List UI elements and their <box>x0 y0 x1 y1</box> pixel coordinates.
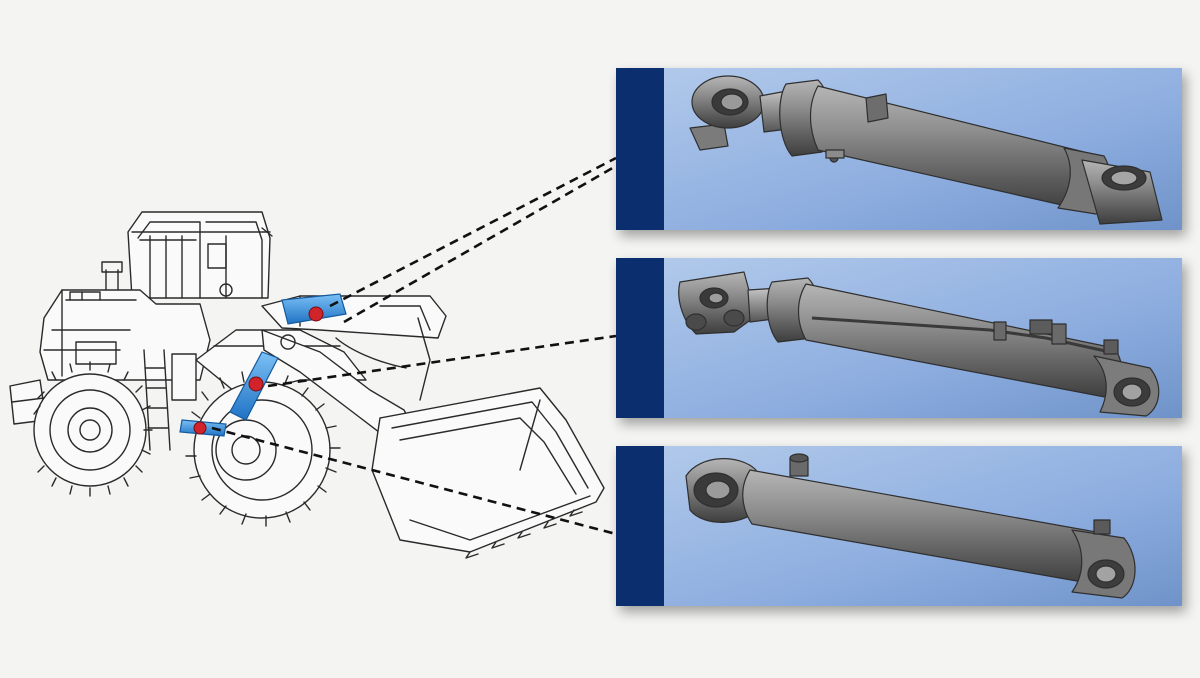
cylinder-render-2 <box>678 271 1160 417</box>
cylinder-render-3 <box>685 453 1136 599</box>
boom-lift-cylinder-callout-upper <box>329 156 617 308</box>
loader-headlight <box>219 283 233 297</box>
steering-cylinder-highlight <box>179 419 227 437</box>
loader-front-wheel <box>185 371 341 527</box>
loader-rear-wheel <box>33 361 153 497</box>
cylinder-panel-3 <box>616 446 1182 606</box>
loader-bucket <box>371 387 605 559</box>
callout-lines <box>211 156 617 536</box>
tilt-cylinder-marker <box>248 376 264 392</box>
loader-rear-body <box>39 261 211 381</box>
tilt-cylinder-highlight <box>229 351 279 421</box>
boom-lift-cylinder-marker <box>308 306 324 322</box>
steering-cylinder-callout <box>211 426 617 536</box>
panel-2-accent-bar <box>616 258 664 418</box>
loader-cab <box>127 211 273 299</box>
cylinder-render-1 <box>689 75 1163 225</box>
panel-3-accent-bar <box>616 446 664 606</box>
steering-cylinder-marker <box>193 421 207 435</box>
highlighted-cylinders <box>179 293 347 437</box>
loader-ladder <box>143 349 197 451</box>
boom-lift-cylinder-callout-lower <box>343 164 617 324</box>
panel-1-accent-bar <box>616 68 664 230</box>
cylinder-panel-2 <box>616 258 1182 418</box>
tilt-cylinder-callout <box>267 334 617 388</box>
boom-lift-cylinder-highlight <box>281 293 347 325</box>
cylinder-panel-1 <box>616 68 1182 230</box>
wheel-loader-illustration <box>9 211 605 559</box>
